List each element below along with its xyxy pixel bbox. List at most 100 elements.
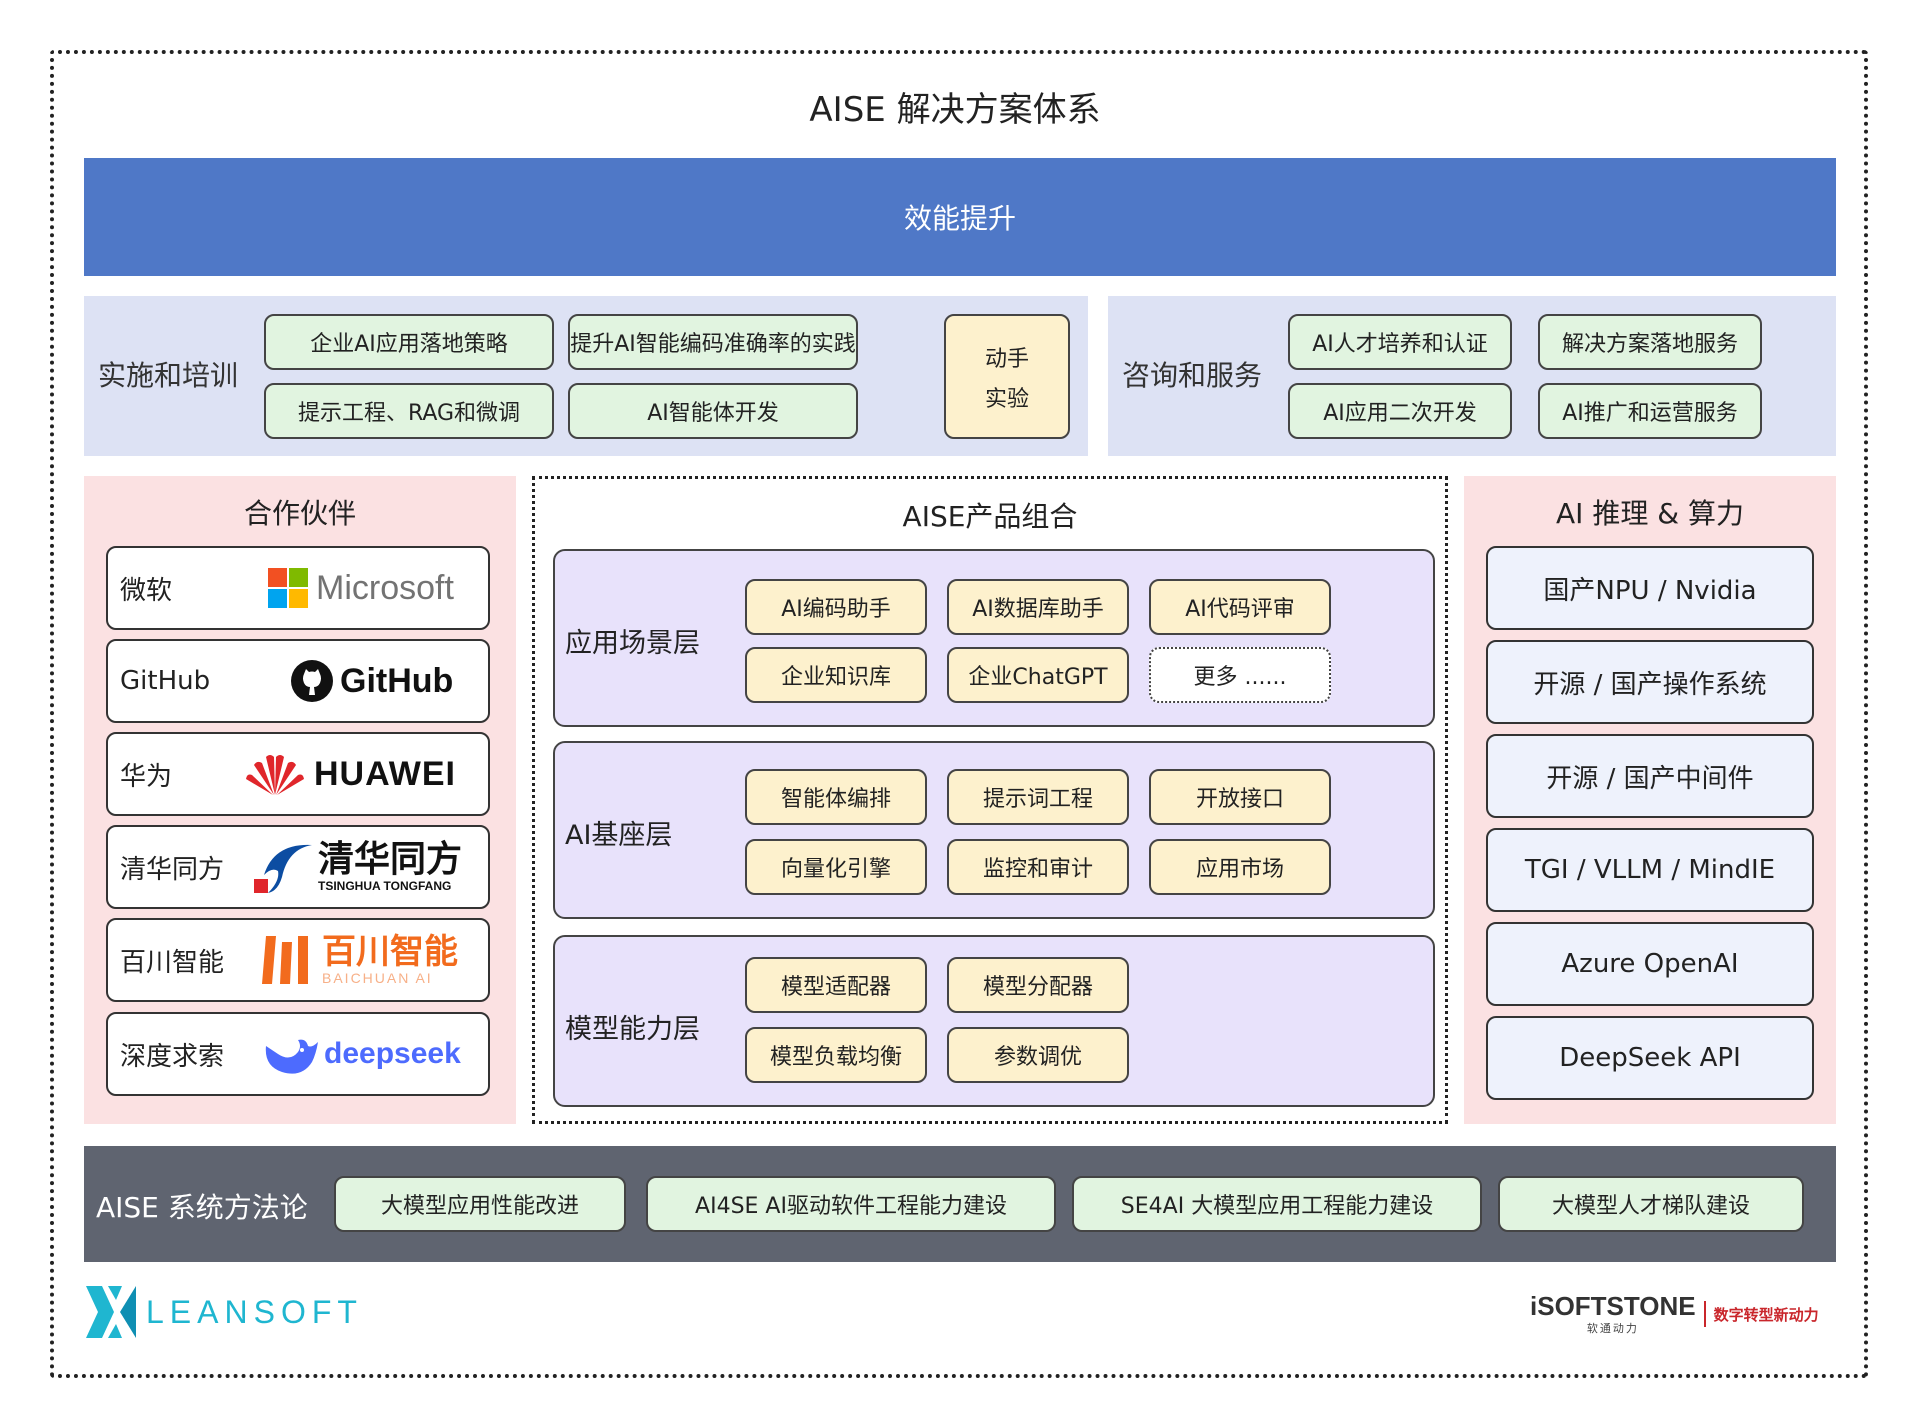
tongfang-wordmark-group: 清华同方 TSINGHUA TONGFANG xyxy=(318,839,463,894)
partner-name: 华为 xyxy=(120,761,173,792)
microsoft-logo: Microsoft xyxy=(268,548,454,628)
consulting-item: AI应用二次开发 xyxy=(1288,383,1512,439)
partner-card-tsinghua-tongfang: 清华同方 清华同方 TSINGHUA TONGFANG xyxy=(106,825,490,909)
partner-card-microsoft: 微软 Microsoft xyxy=(106,546,490,630)
layer-item: 监控和审计 xyxy=(947,839,1129,895)
partner-name: 百川智能 xyxy=(120,947,225,978)
isoftstone-logo: iSOFTSTONE 软通动力 数字转型新动力 xyxy=(1530,1292,1819,1336)
layer-application: 应用场景层 AI编码助手 AI数据库助手 AI代码评审 企业知识库 企业Chat… xyxy=(553,549,1435,727)
partner-card-deepseek: 深度求索 deepseek xyxy=(106,1012,490,1096)
layer-item: 应用市场 xyxy=(1149,839,1331,895)
baichuan-bars-icon xyxy=(262,936,308,984)
consulting-item: AI人才培养和认证 xyxy=(1288,314,1512,370)
isoftstone-subtitle: 软通动力 xyxy=(1586,1322,1639,1335)
layer-item: AI数据库助手 xyxy=(947,579,1129,635)
lab-line-2: 实验 xyxy=(984,386,1029,412)
layer-label: 应用场景层 xyxy=(565,628,700,659)
layer-item: 向量化引擎 xyxy=(745,839,927,895)
layer-ai-foundation: AI基座层 智能体编排 提示词工程 开放接口 向量化引擎 监控和审计 应用市场 xyxy=(553,741,1435,919)
isoftstone-wordmark-group: iSOFTSTONE 软通动力 xyxy=(1530,1292,1696,1336)
partner-card-github: GitHub GitHub xyxy=(106,639,490,723)
consulting-label: 咨询和服务 xyxy=(1122,359,1263,392)
layer-label: AI基座层 xyxy=(565,820,673,851)
tsinghua-tongfang-logo: 清华同方 TSINGHUA TONGFANG xyxy=(254,827,462,907)
training-item: 企业AI应用落地策略 xyxy=(264,314,554,370)
training-item: 提示工程、RAG和微调 xyxy=(264,383,554,439)
training-item: AI智能体开发 xyxy=(568,383,858,439)
partner-name: 清华同方 xyxy=(120,854,225,885)
layer-item: 参数调优 xyxy=(947,1027,1129,1083)
more-item: 更多 ...... xyxy=(1149,647,1331,703)
consulting-band: 咨询和服务 AI人才培养和认证 解决方案落地服务 AI应用二次开发 AI推广和运… xyxy=(1108,296,1836,456)
diagram-title: AISE 解决方案体系 xyxy=(809,90,1101,130)
products-title: AISE产品组合 xyxy=(902,500,1078,533)
isoftstone-slogan: 数字转型新动力 xyxy=(1713,1305,1819,1324)
partner-card-baichuan: 百川智能 百川智能 BAICHUAN AI xyxy=(106,918,490,1002)
layer-item: AI编码助手 xyxy=(745,579,927,635)
consulting-item: 解决方案落地服务 xyxy=(1538,314,1762,370)
partner-card-huawei: 华为 HUAWEI xyxy=(106,732,490,816)
outer-frame xyxy=(50,50,1868,1378)
layer-item: 模型适配器 xyxy=(745,957,927,1013)
tongfang-wordmark: 清华同方 xyxy=(318,839,463,880)
baichuan-wordmark: 百川智能 xyxy=(322,932,458,972)
methodology-item: 大模型人才梯队建设 xyxy=(1498,1176,1804,1232)
methodology-band: AISE 系统方法论 大模型应用性能改进 AI4SE AI驱动软件工程能力建设 … xyxy=(84,1146,1836,1262)
layer-item: 开放接口 xyxy=(1149,769,1331,825)
compute-item: 开源 / 国产中间件 xyxy=(1486,734,1814,818)
compute-item: DeepSeek API xyxy=(1486,1016,1814,1100)
layer-model-capability: 模型能力层 模型适配器 模型分配器 模型负载均衡 参数调优 xyxy=(553,935,1435,1107)
methodology-item: AI4SE AI驱动软件工程能力建设 xyxy=(646,1176,1056,1232)
partners-title: 合作伙伴 xyxy=(243,497,356,530)
hands-on-lab: 动手 实验 xyxy=(944,314,1070,439)
layer-item: 企业知识库 xyxy=(745,647,927,703)
layer-item: 模型分配器 xyxy=(947,957,1129,1013)
deepseek-whale-icon xyxy=(265,1039,318,1074)
partner-name: 深度求索 xyxy=(120,1041,225,1072)
huawei-logo: HUAWEI xyxy=(244,734,456,814)
compute-title: AI 推理 & 算力 xyxy=(1556,497,1744,530)
compute-item: TGI / VLLM / MindIE xyxy=(1486,828,1814,912)
lab-line-1: 动手 xyxy=(984,346,1029,372)
products-column: AISE产品组合 应用场景层 AI编码助手 AI数据库助手 AI代码评审 企业知… xyxy=(532,476,1448,1124)
huawei-wordmark: HUAWEI xyxy=(314,754,456,793)
layer-item: 模型负载均衡 xyxy=(745,1027,927,1083)
microsoft-windows-icon xyxy=(268,568,308,608)
deepseek-wordmark: deepseek xyxy=(324,1037,461,1070)
compute-column: AI 推理 & 算力 国产NPU / Nvidia 开源 / 国产操作系统 开源… xyxy=(1464,476,1836,1124)
training-label: 实施和培训 xyxy=(98,359,239,392)
baichuan-logo: 百川智能 BAICHUAN AI xyxy=(262,920,458,1000)
microsoft-wordmark: Microsoft xyxy=(316,568,454,607)
github-logo: GitHub xyxy=(290,641,453,721)
baichuan-wordmark-group: 百川智能 BAICHUAN AI xyxy=(322,934,458,986)
partner-name: 微软 xyxy=(120,575,173,606)
layer-item: 智能体编排 xyxy=(745,769,927,825)
deepseek-logo: deepseek xyxy=(262,1014,461,1094)
partners-column: 合作伙伴 微软 Microsoft GitHub GitHub 华为 xyxy=(84,476,516,1124)
leansoft-wordmark: LEANSOFT xyxy=(146,1293,363,1330)
github-octocat-icon xyxy=(291,660,333,702)
training-item: 提升AI智能编码准确率的实践 xyxy=(568,314,858,370)
efficiency-banner: 效能提升 xyxy=(84,158,1836,276)
partner-name: GitHub xyxy=(120,666,211,696)
methodology-item: 大模型应用性能改进 xyxy=(334,1176,626,1232)
layer-item: 提示词工程 xyxy=(947,769,1129,825)
baichuan-wordmark-en: BAICHUAN AI xyxy=(322,970,433,986)
huawei-flower-icon xyxy=(246,755,304,795)
layer-label: 模型能力层 xyxy=(565,1014,700,1045)
layer-item: AI代码评审 xyxy=(1149,579,1331,635)
tongfang-swoosh-icon xyxy=(254,844,312,893)
compute-item: 国产NPU / Nvidia xyxy=(1486,546,1814,630)
training-band: 实施和培训 企业AI应用落地策略 提升AI智能编码准确率的实践 提示工程、RAG… xyxy=(84,296,1088,456)
isoftstone-wordmark: iSOFTSTONE xyxy=(1530,1291,1696,1321)
tongfang-wordmark-en: TSINGHUA TONGFANG xyxy=(318,879,452,893)
consulting-item: AI推广和运营服务 xyxy=(1538,383,1762,439)
compute-item: Azure OpenAI xyxy=(1486,922,1814,1006)
github-wordmark: GitHub xyxy=(340,661,454,700)
leansoft-logo: LEANSOFT xyxy=(86,1286,363,1338)
methodology-label: AISE 系统方法论 xyxy=(96,1191,308,1224)
layer-item: 企业ChatGPT xyxy=(947,647,1129,703)
leansoft-x-icon xyxy=(86,1286,136,1338)
logo-divider xyxy=(1703,1301,1706,1327)
methodology-item: SE4AI 大模型应用工程能力建设 xyxy=(1072,1176,1482,1232)
